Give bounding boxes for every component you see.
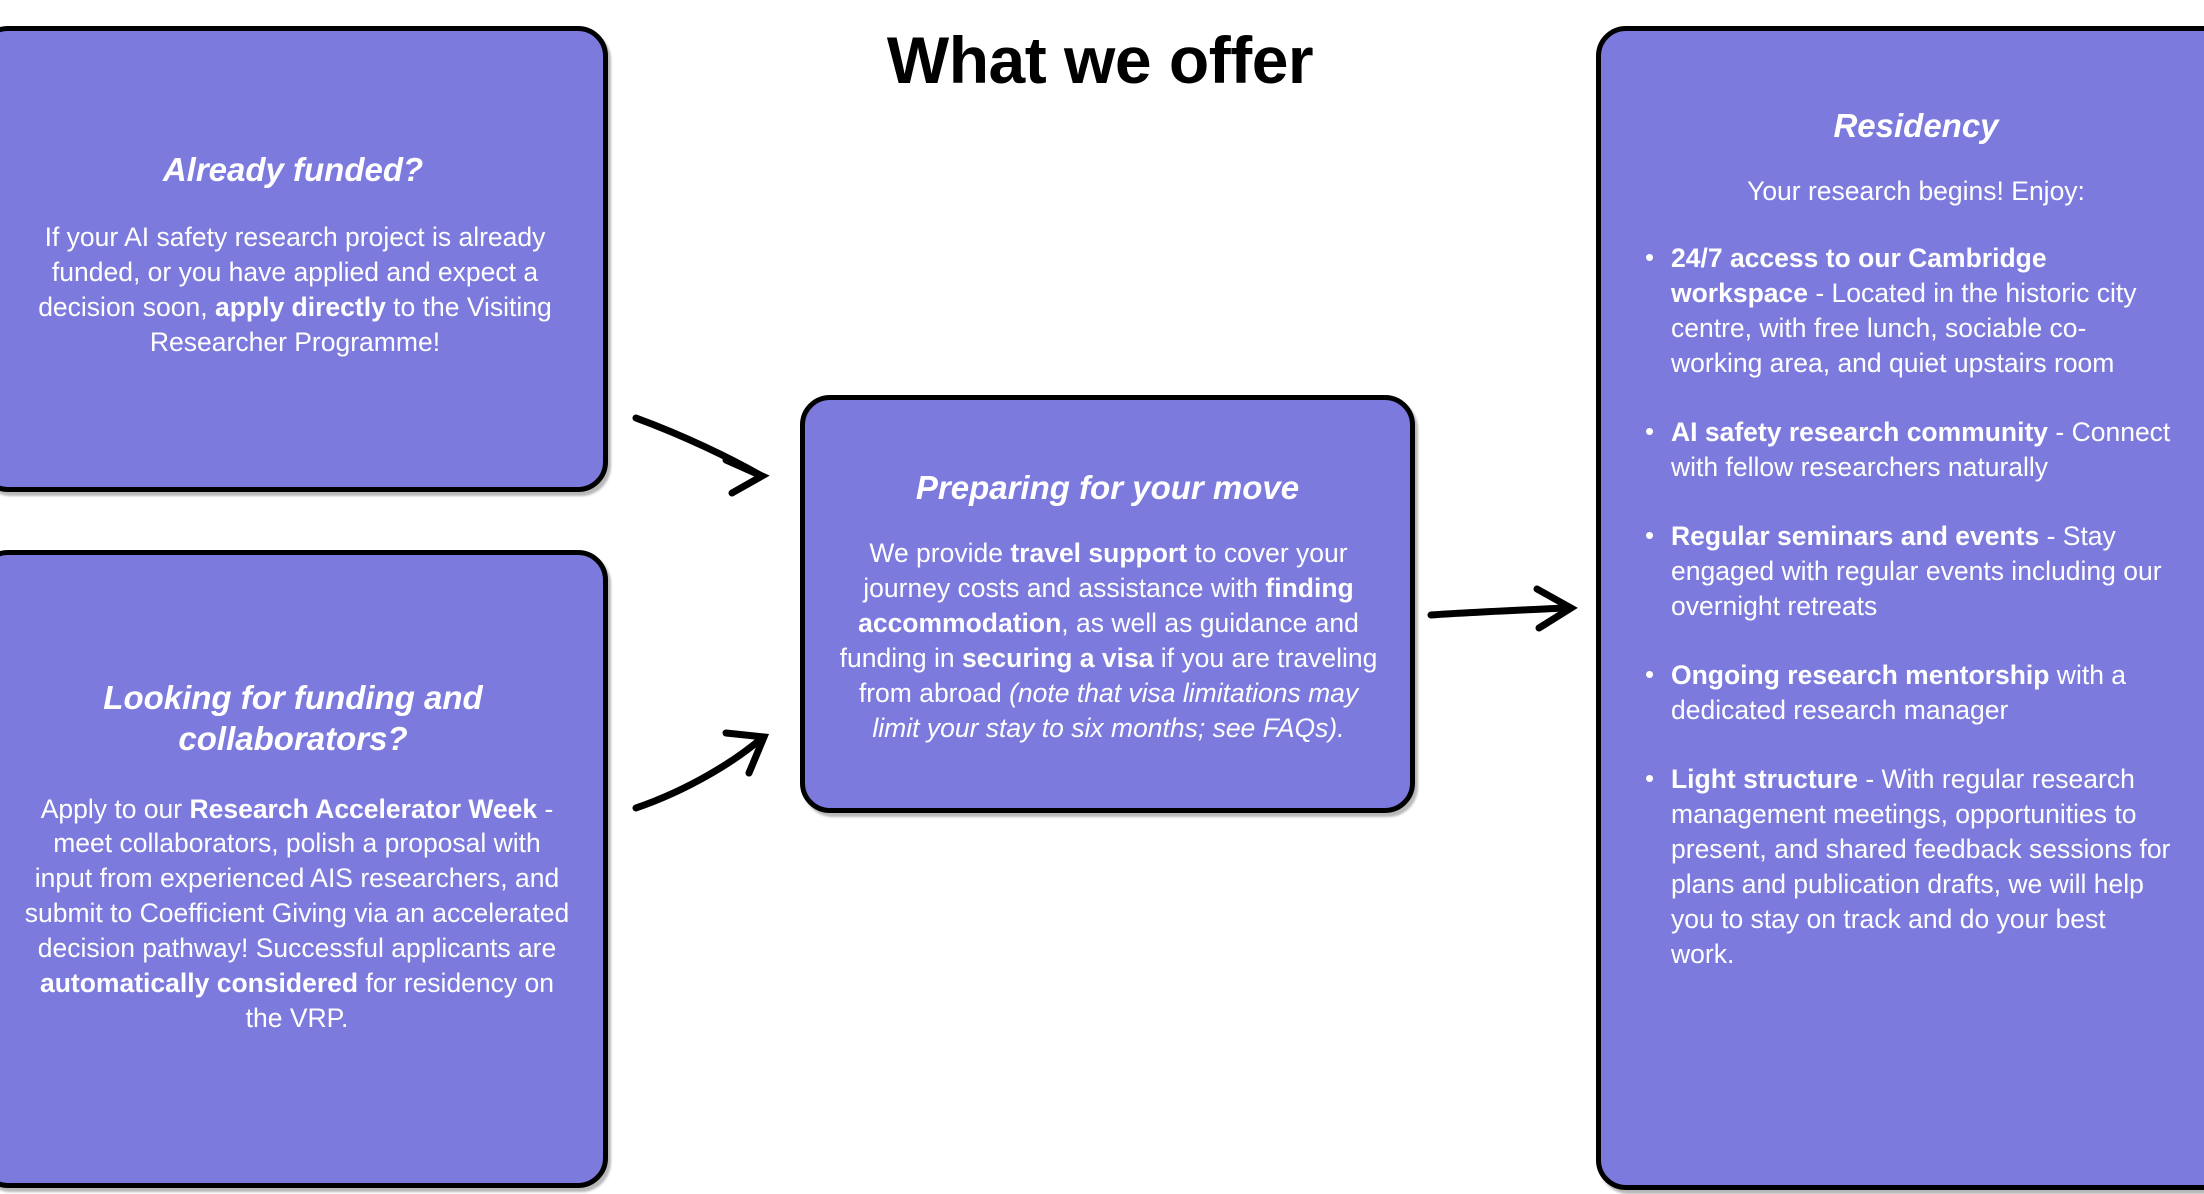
benefit-term: Light structure bbox=[1671, 763, 1858, 794]
arrow-right-down-icon bbox=[632, 414, 770, 497]
text-run: for residency on the VRP. bbox=[245, 968, 554, 1034]
card-already-funded: Already funded? If your AI safety resear… bbox=[0, 26, 608, 492]
benefit-description: - Connect with fellow researchers natura… bbox=[1671, 417, 2171, 483]
card-residency-intro: Your research begins! Enjoy: bbox=[1747, 176, 2085, 207]
text-run-italic: (note that visa limitations may limit yo… bbox=[872, 678, 1359, 744]
list-item: Regular seminars and events - Stay engag… bbox=[1641, 518, 2173, 624]
benefit-description: with a dedicated research manager bbox=[1671, 659, 2127, 725]
text-run: if you are traveling from abroad bbox=[858, 643, 1378, 709]
text-run: Apply to our bbox=[40, 793, 190, 824]
benefit-term: 24/7 access to our Cambridge workspace bbox=[1671, 243, 2047, 309]
list-item: Ongoing research mentorship with a dedic… bbox=[1641, 657, 2173, 728]
card-looking-funding-body: Apply to our Research Accelerator Week -… bbox=[21, 792, 573, 1037]
card-looking-funding-heading: Looking for funding and collaborators? bbox=[103, 679, 483, 758]
card-looking-funding: Looking for funding and collaborators? A… bbox=[0, 550, 608, 1188]
text-run: , as well as guidance and funding in bbox=[839, 608, 1359, 674]
text-run: We provide bbox=[869, 538, 1011, 569]
page-title: What we offer bbox=[0, 24, 2204, 97]
list-item: 24/7 access to our Cambridge workspace -… bbox=[1641, 240, 2173, 381]
text-run-bold: securing a visa bbox=[961, 643, 1154, 674]
residency-benefit-list: 24/7 access to our Cambridge workspace -… bbox=[1641, 240, 2173, 972]
text-run: If your AI safety research project is al… bbox=[38, 222, 546, 323]
benefit-description: - Located in the historic city centre, w… bbox=[1671, 278, 2137, 379]
benefit-description: - With regular research management meeti… bbox=[1671, 763, 2171, 969]
card-residency: Residency Your research begins! Enjoy: 2… bbox=[1596, 26, 2204, 1190]
card-already-funded-body: If your AI safety research project is al… bbox=[19, 220, 571, 360]
card-already-funded-heading: Already funded? bbox=[162, 151, 424, 188]
text-run-bold: finding accommodation bbox=[858, 573, 1354, 639]
text-run-bold: apply directly bbox=[214, 292, 386, 323]
text-run-bold: automatically considered bbox=[39, 968, 359, 999]
list-item: Light structure - With regular research … bbox=[1641, 761, 2173, 972]
card-residency-heading: Residency bbox=[1833, 107, 1999, 144]
benefit-description: - Stay engaged with regular events inclu… bbox=[1671, 521, 2162, 621]
text-run: - meet collaborators, polish a proposal … bbox=[24, 793, 570, 964]
arrow-right-icon bbox=[1427, 585, 1578, 632]
text-run-bold: Research Accelerator Week bbox=[189, 793, 538, 824]
text-run: to cover your journey costs and assistan… bbox=[863, 538, 1348, 604]
text-run-bold: travel support bbox=[1010, 538, 1188, 569]
list-item: AI safety research community - Connect w… bbox=[1641, 414, 2173, 485]
card-preparing-move-heading: Preparing for your move bbox=[915, 469, 1300, 506]
page-title-text: What we offer bbox=[886, 23, 1314, 97]
text-run: to the Visiting Researcher Programme! bbox=[149, 292, 552, 358]
benefit-term: Regular seminars and events bbox=[1671, 521, 2040, 552]
benefit-term: Ongoing research mentorship bbox=[1671, 659, 2050, 690]
arrow-right-up-icon bbox=[632, 729, 770, 812]
benefit-term: AI safety research community bbox=[1671, 417, 2049, 448]
card-preparing-move: Preparing for your move We provide trave… bbox=[800, 395, 1415, 813]
card-preparing-move-body: We provide travel support to cover your … bbox=[839, 536, 1378, 746]
